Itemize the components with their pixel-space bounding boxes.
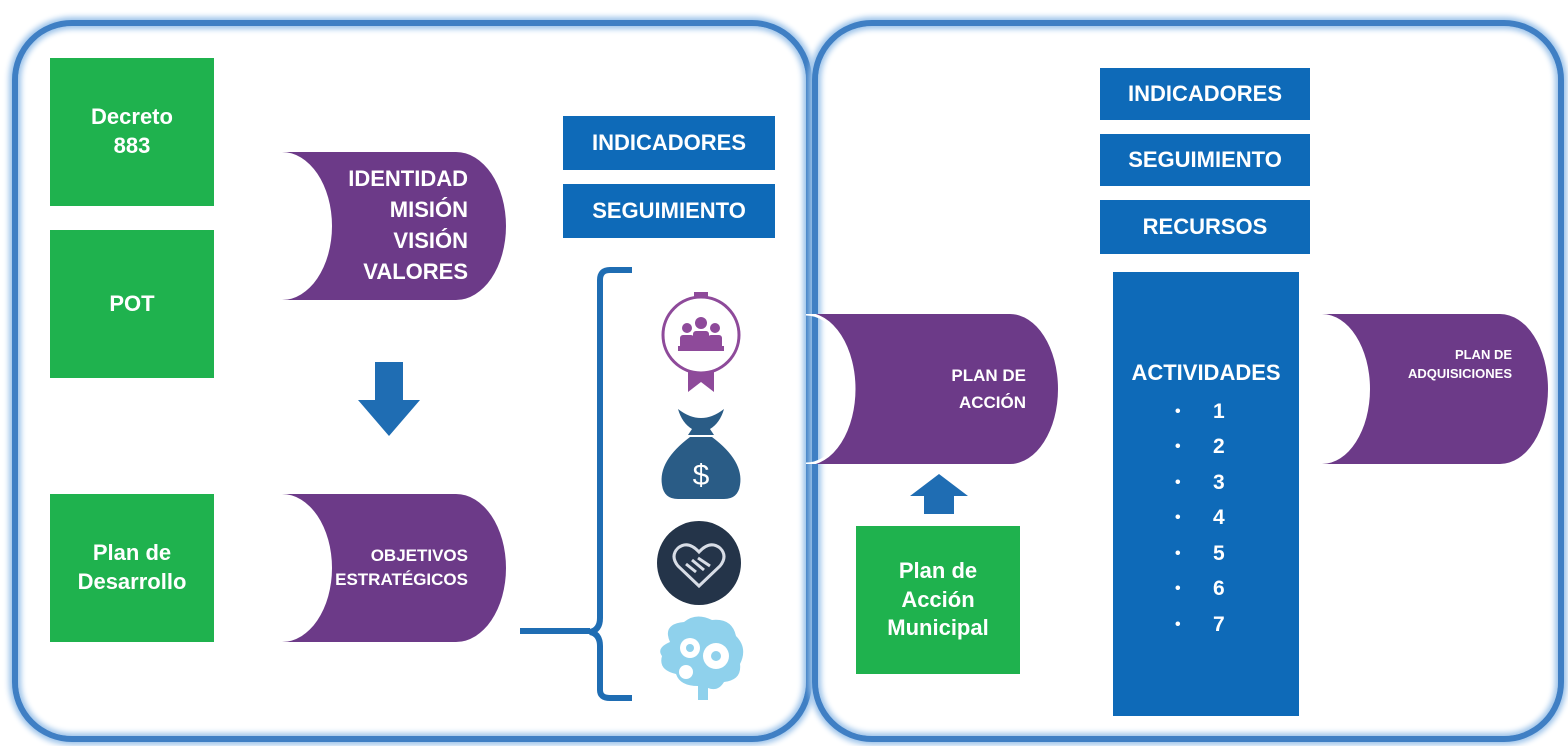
plan-desarrollo-line-1: Plan de xyxy=(92,540,172,566)
left-seguimiento-tag: SEGUIMIENTO xyxy=(563,184,775,238)
activity-item: •2 xyxy=(1175,435,1225,459)
left-indicadores-tag: INDICADORES xyxy=(563,116,775,170)
activity-item: •7 xyxy=(1175,612,1225,636)
municipal-plan-line-1: Plan de xyxy=(898,558,978,584)
activity-item-label: 3 xyxy=(1213,470,1225,494)
objectives-drum: OBJETIVOS ESTRATÉGICOS xyxy=(282,494,506,642)
activity-item-label: 7 xyxy=(1213,612,1225,636)
municipal-plan-line-2: Acción xyxy=(901,586,975,612)
activity-item-label: 1 xyxy=(1213,399,1225,423)
identity-line-4: VALORES xyxy=(363,258,468,284)
municipal-plan-box: Plan de Acción Municipal xyxy=(856,526,1020,674)
right-seguimiento-tag: SEGUIMIENTO xyxy=(1100,134,1310,186)
people-award-icon xyxy=(661,292,741,392)
acquisitions-drum: PLAN DE ADQUISICIONES xyxy=(1322,314,1548,464)
action-plan-drum: PLAN DE ACCIÓN xyxy=(806,314,1058,464)
activity-item: •5 xyxy=(1175,541,1225,565)
plan-desarrollo-line-2: Desarrollo xyxy=(77,569,187,594)
brain-gears-icon xyxy=(660,616,744,700)
acquisitions-line-1: PLAN DE xyxy=(1454,346,1512,362)
activity-item-label: 5 xyxy=(1213,541,1225,565)
money-bag-icon: $ xyxy=(661,409,741,499)
acquisitions-line-2: ADQUISICIONES xyxy=(1407,366,1512,381)
pot-line-1: POT xyxy=(109,290,155,316)
objectives-line-1: OBJETIVOS xyxy=(370,546,468,566)
activities-list: •1 •2 •3 •4 •5 •6 •7 xyxy=(1175,394,1225,643)
identity-drum: IDENTIDAD MISIÓN VISIÓN VALORES xyxy=(282,152,506,300)
right-indicadores-tag: INDICADORES xyxy=(1100,68,1310,120)
objectives-line-2: ESTRATÉGICOS xyxy=(335,570,468,589)
decreto-883-line-2: 883 xyxy=(113,133,151,158)
down-arrow-icon xyxy=(358,362,420,436)
svg-text:$: $ xyxy=(693,459,710,492)
right-recursos-tag: RECURSOS xyxy=(1100,200,1310,254)
perspectives-bracket xyxy=(520,267,632,701)
decreto-883-line-1: Decreto xyxy=(91,104,173,130)
pot-box: POT xyxy=(50,230,214,378)
handshake-heart-icon xyxy=(657,521,741,605)
activity-item-label: 6 xyxy=(1213,577,1225,601)
identity-line-1: IDENTIDAD xyxy=(348,166,468,192)
activities-title: ACTIVIDADES xyxy=(1131,360,1281,385)
activity-item: •1 xyxy=(1175,399,1225,423)
up-arrow-icon xyxy=(910,474,968,514)
identity-line-3: VISIÓN xyxy=(393,228,468,253)
activity-item: •3 xyxy=(1175,470,1225,494)
activity-item-label: 4 xyxy=(1213,506,1225,530)
activity-item-label: 2 xyxy=(1213,435,1225,459)
plan-desarrollo-box: Plan de Desarrollo xyxy=(50,494,214,642)
decreto-883-box: Decreto 883 xyxy=(50,58,214,206)
activity-item: •6 xyxy=(1175,577,1225,601)
identity-line-2: MISIÓN xyxy=(389,197,468,223)
action-plan-line-2: ACCIÓN xyxy=(958,393,1026,412)
activities-panel: ACTIVIDADES •1 •2 •3 •4 •5 •6 •7 xyxy=(1113,272,1299,716)
municipal-plan-line-3: Municipal xyxy=(887,615,989,641)
action-plan-line-1: PLAN DE xyxy=(951,365,1026,385)
activity-item: •4 xyxy=(1175,506,1225,530)
